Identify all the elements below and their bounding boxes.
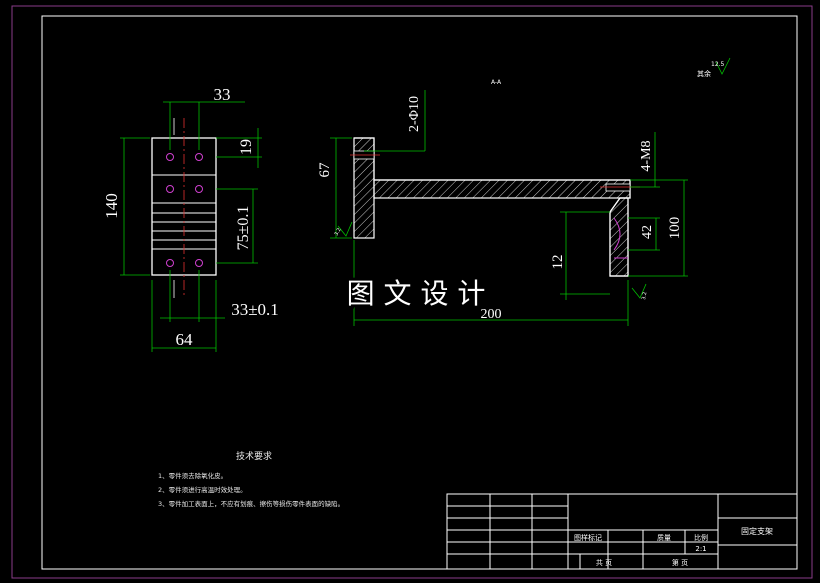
tech-req-item-2: 2、零件须进行高温时效处理。 [158,485,247,494]
label-sheet-no: 第 页 [672,558,688,567]
outer-border [11,5,813,579]
dim-tapped-holes: 4-M8 [639,140,654,171]
watermark: 图 文 设 计 [347,277,486,310]
label-stage-mark: 图样标记 [574,533,602,542]
dim-lip: 12 [550,255,566,270]
dim-width: 64 [176,330,194,349]
section-view: A-A [317,57,731,326]
front-view: 33 140 19 75±0.1 33±0.1 64 [102,85,279,352]
surface-finish-small-1: 3.2 [334,227,343,237]
dim-top-width: 33 [214,85,231,104]
surface-finish-value: 12.5 [711,61,725,68]
dim-slot: 42 [640,225,655,239]
dim-length: 200 [481,307,502,322]
dim-hole-spacing: 75±0.1 [235,206,252,251]
surface-finish-symbols [337,57,731,299]
tech-req-item-3: 3、零件加工表面上，不应有划痕、擦伤等损伤零件表面的缺陷。 [158,499,344,508]
dim-hole-pitch: 33±0.1 [231,300,279,319]
label-weight: 质量 [657,533,671,542]
surface-finish-rest: 其余 [697,69,711,78]
dim-height: 100 [667,217,683,240]
tech-req-title: 技术要求 [236,450,272,462]
scale-value: 2:1 [695,545,706,553]
technical-requirements: 技术要求 1、零件须去除氧化皮。 2、零件须进行高温时效处理。 3、零件加工表面… [158,450,344,508]
part-name: 固定支架 [741,526,773,536]
label-sheets-total: 共 页 [596,558,612,567]
title-block-labels: 固定支架 图样标记 质量 比例 2:1 共 页 第 页 [574,526,773,567]
dim-hole-offset: 19 [238,139,255,155]
label-scale: 比例 [694,533,708,542]
drawing-frame [41,15,798,570]
dim-flange-height: 67 [317,162,333,178]
tech-req-item-1: 1、零件须去除氧化皮。 [158,471,227,480]
front-holes [166,153,203,267]
dim-holes: 2-Φ10 [407,96,422,132]
title-block [446,493,798,570]
surface-finish-small-2: 3.2 [641,291,648,300]
section-label: A-A [491,79,502,86]
dim-height-total: 140 [102,193,121,219]
